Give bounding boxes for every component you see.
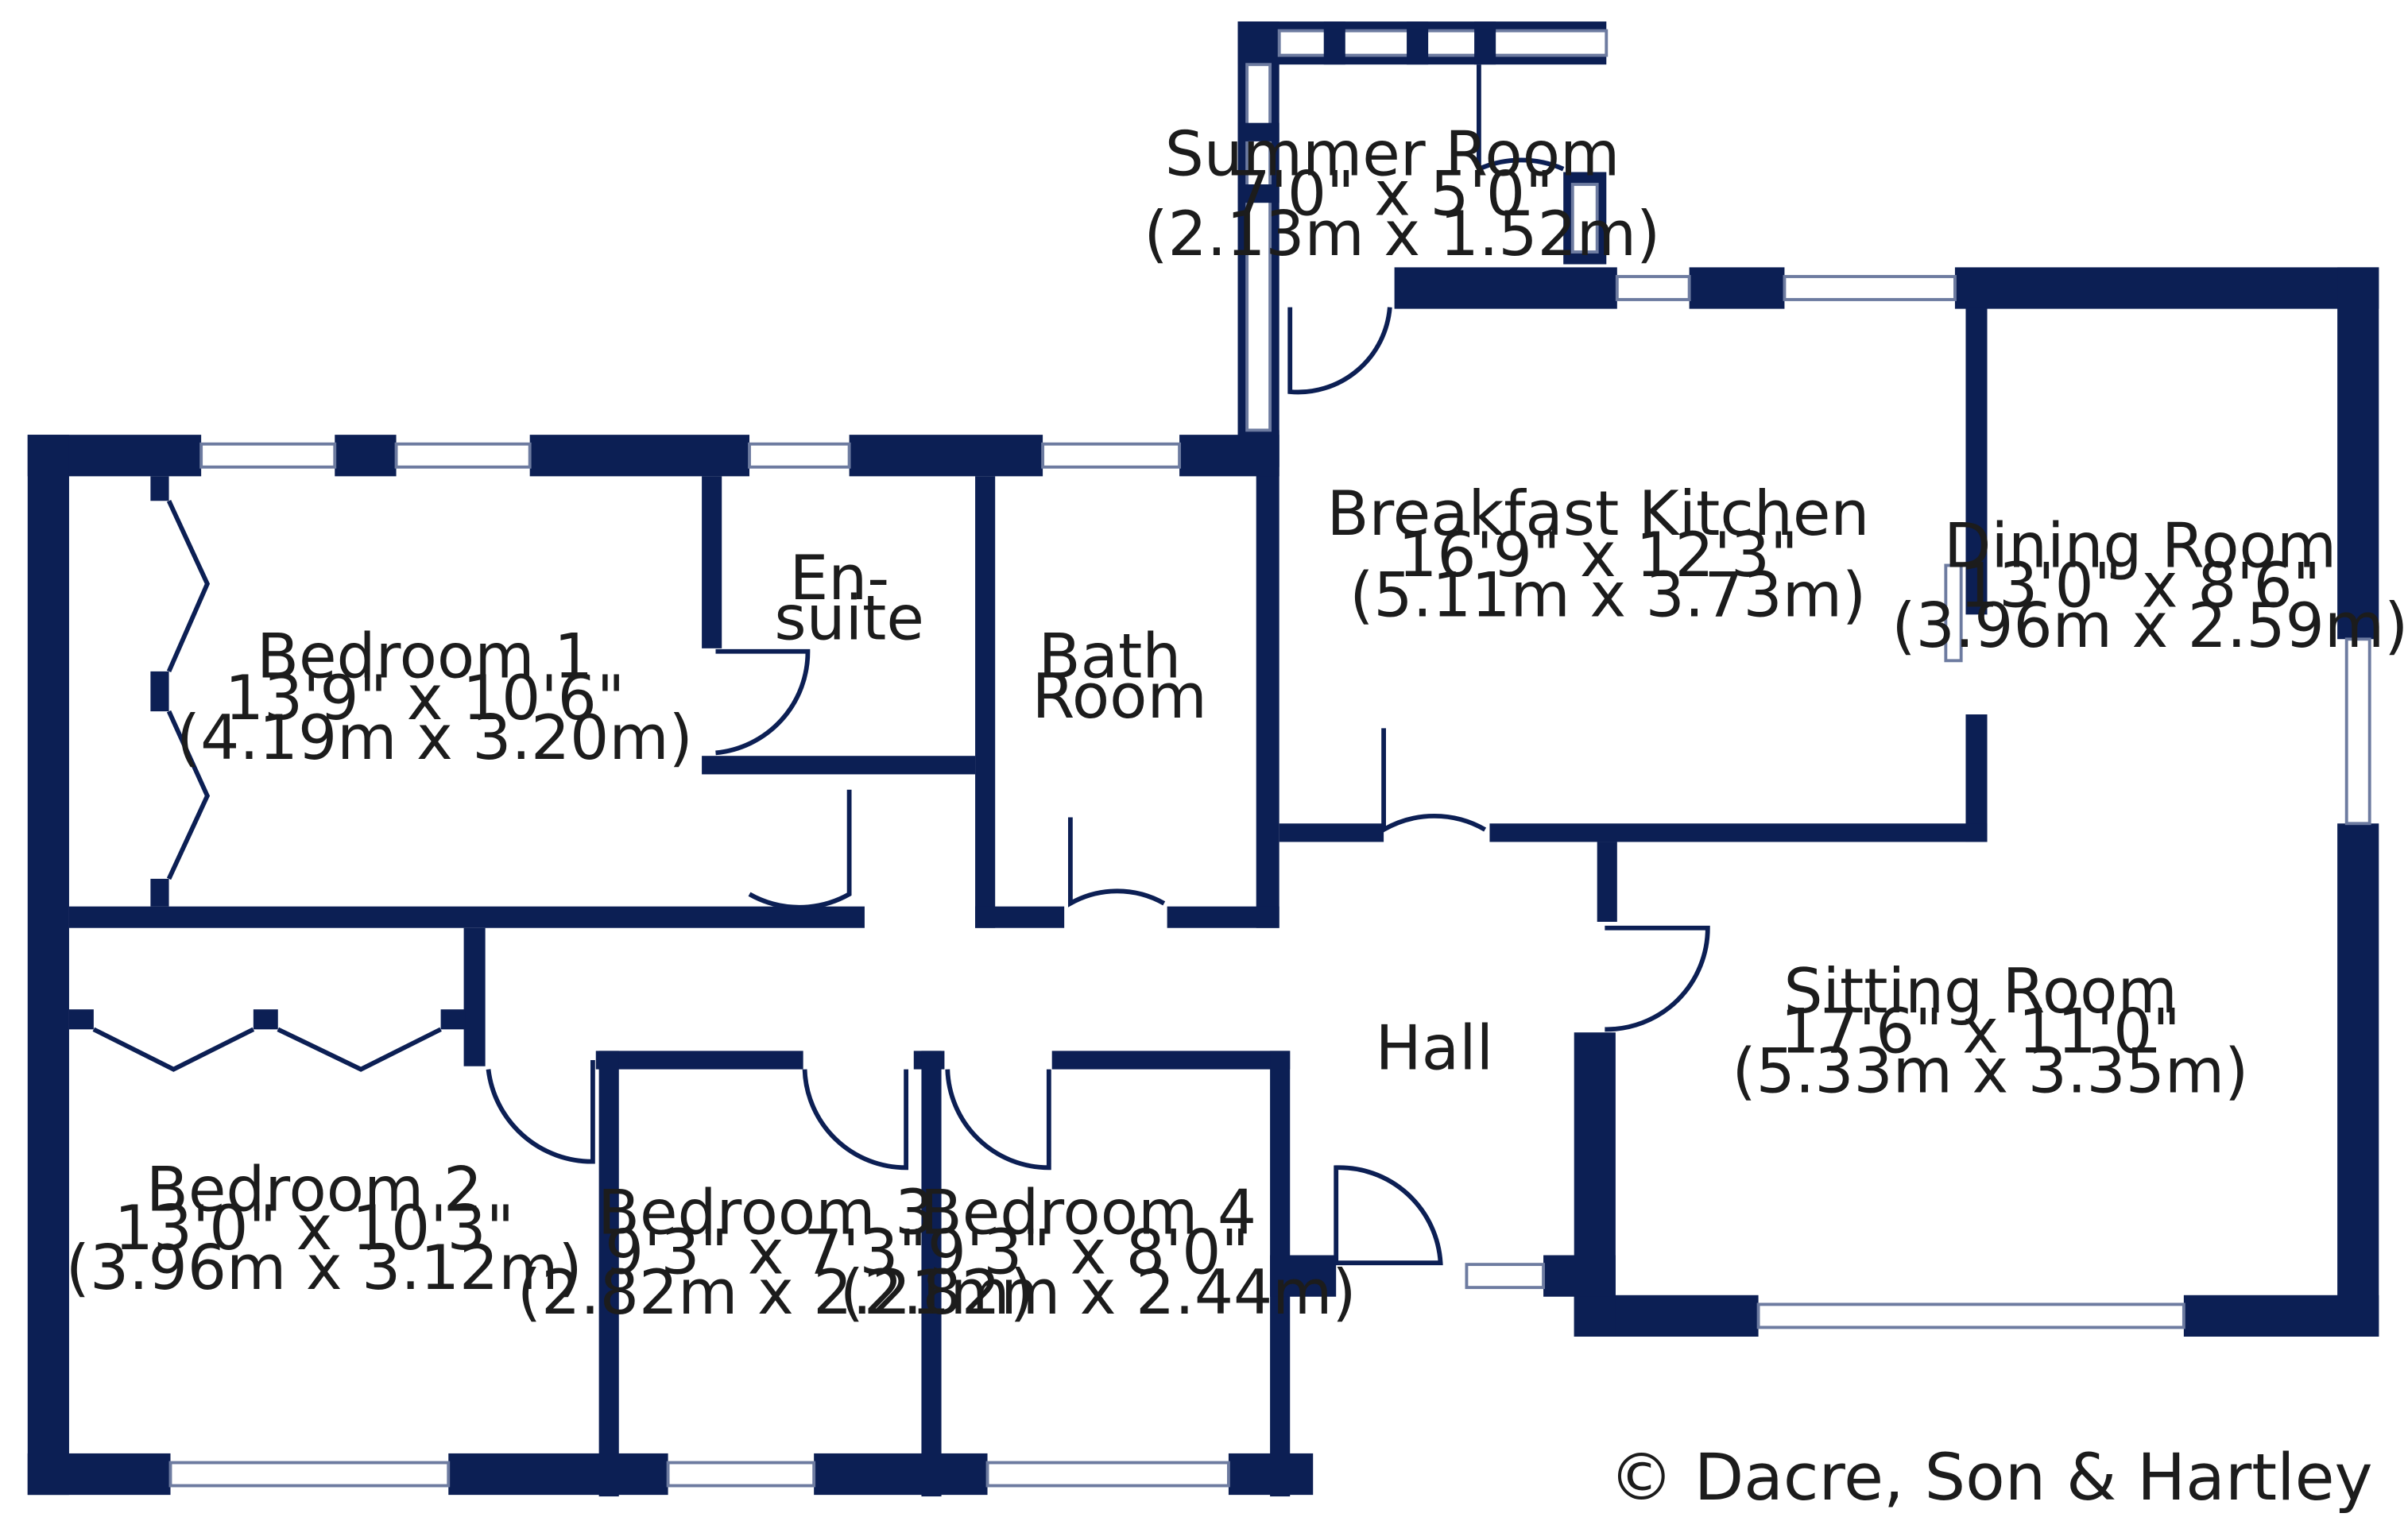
windows xyxy=(168,21,2371,1488)
room-label-sitting-room: Sitting Room 17'6" x 11'0" (5.33m x 3.35… xyxy=(1732,956,2248,1108)
room-label-summer-room: Summer Room 7'0" x 5'0" (2.13m x 1.52m) xyxy=(1144,118,1660,270)
room-labels: Summer Room 7'0" x 5'0" (2.13m x 1.52m) … xyxy=(66,118,2408,1329)
room-label-en-suite: En- suite xyxy=(774,543,924,654)
room-label-bedroom-2: Bedroom 2 13'0" x 10'3" (3.96m x 3.12m) xyxy=(66,1154,583,1304)
room-label-bath-room: Bath Room xyxy=(1032,621,1207,733)
room-label-hall: Hall xyxy=(1376,1013,1493,1085)
doors xyxy=(92,64,1963,1266)
copyright-notice: © Dacre, Son & Hartley xyxy=(1609,1441,2373,1515)
room-label-breakfast-kitchen: Breakfast Kitchen 16'9" x 12'3" (5.11m x… xyxy=(1327,478,1889,631)
room-label-dining-room: Dining Room 13'0" x 8'6" (3.96m x 2.59m) xyxy=(1891,510,2408,662)
room-label-bedroom-3: Bedroom 3 9'3" x 7'3" (2.82m x 2.21m) xyxy=(517,1177,1034,1329)
room-label-bedroom-4: Bedroom 4 9'3" x 8'0" (2.82m x 2.44m) xyxy=(840,1177,1357,1329)
room-label-bedroom-1: Bedroom 1 13'9" x 10'6" (4.19m x 3.20m) xyxy=(176,621,693,774)
walls xyxy=(27,21,2379,1497)
